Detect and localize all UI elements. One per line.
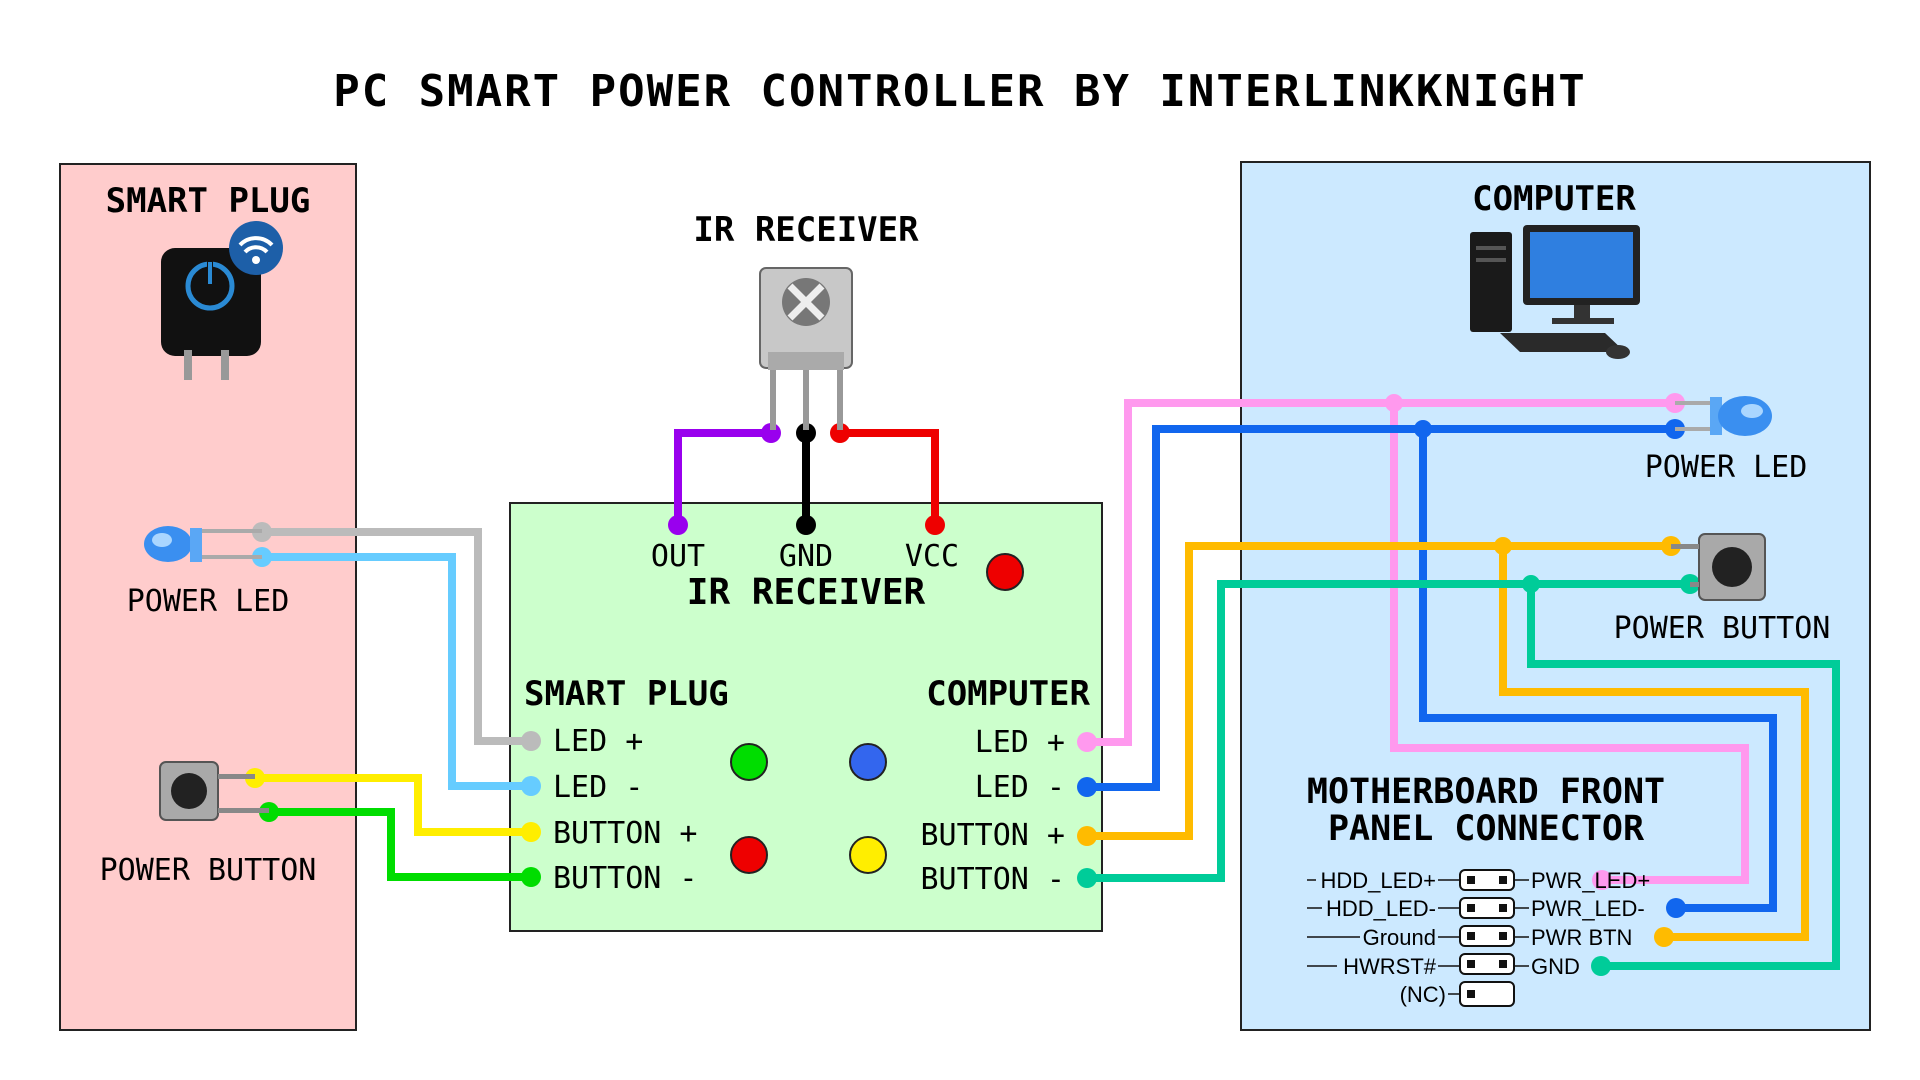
motherboard-heading-line2: PANEL CONNECTOR bbox=[1328, 809, 1645, 849]
board-left-pin-labels: LED + LED - BUTTON + BUTTON - bbox=[553, 724, 698, 896]
smart-plug-heading: SMART PLUG bbox=[106, 181, 311, 221]
header-left-pin-label: HDD_LED+ bbox=[1320, 868, 1436, 893]
smart-plug-icon bbox=[161, 221, 283, 380]
status-led-red-top bbox=[986, 553, 1024, 591]
ir-receiver-icon bbox=[759, 267, 853, 430]
dot-pink-junction bbox=[1385, 394, 1403, 412]
led-icon bbox=[144, 526, 262, 562]
header-left-pin-labels: HDD_LED+ HDD_LED- Ground HWRST# (NC) bbox=[1320, 868, 1446, 1007]
computer-power-button-label: POWER BUTTON bbox=[1614, 611, 1831, 646]
wire-led-plus-gray bbox=[262, 528, 531, 745]
board-computer-group: COMPUTER bbox=[926, 674, 1090, 714]
dot-lightblue-board bbox=[521, 776, 541, 796]
board-pin-vcc: VCC bbox=[905, 539, 959, 574]
board-pin-gnd: GND bbox=[779, 539, 833, 574]
dot-yellow-board bbox=[521, 822, 541, 842]
dot-blue-header bbox=[1666, 898, 1686, 918]
smart-plug-power-button-label: POWER BUTTON bbox=[100, 853, 317, 888]
header-right-pin-label: PWR_LED- bbox=[1531, 896, 1645, 921]
board-left-pin-label: BUTTON - bbox=[553, 861, 698, 896]
status-led-green bbox=[730, 743, 768, 781]
dot-red-board bbox=[925, 515, 945, 535]
computer-led-icon bbox=[1675, 396, 1772, 436]
board-pin-out: OUT bbox=[651, 539, 705, 574]
ir-receiver-heading: IR RECEIVER bbox=[693, 210, 919, 250]
motherboard-heading-line1: MOTHERBOARD FRONT bbox=[1307, 772, 1665, 812]
front-panel-header bbox=[1307, 869, 1529, 1007]
dot-blue-junction bbox=[1414, 420, 1432, 438]
dot-orange-header bbox=[1654, 927, 1674, 947]
dot-orange-board bbox=[1077, 826, 1097, 846]
dot-black-board bbox=[796, 515, 816, 535]
computer-push-button-icon bbox=[1671, 533, 1766, 601]
board-smart-plug-group: SMART PLUG bbox=[524, 674, 729, 714]
dot-pink-header bbox=[1592, 870, 1612, 890]
wire-button-plus-yellow bbox=[255, 774, 531, 836]
dot-teal-board bbox=[1077, 868, 1097, 888]
board-right-pin-labels: LED + LED - BUTTON + BUTTON - bbox=[921, 725, 1066, 897]
board-left-pin-label: LED + bbox=[553, 724, 643, 759]
header-left-pin-label: Ground bbox=[1363, 925, 1436, 950]
dot-green-board bbox=[521, 867, 541, 887]
computer-power-led-label: POWER LED bbox=[1645, 450, 1808, 485]
wire-button-minus-teal bbox=[1087, 580, 1840, 970]
push-button-icon bbox=[159, 761, 269, 821]
header-right-pin-label: PWR BTN bbox=[1531, 925, 1632, 950]
wire-out-purple bbox=[674, 429, 771, 525]
header-left-pin-label: HWRST# bbox=[1343, 954, 1437, 979]
dot-pink-board bbox=[1077, 732, 1097, 752]
computer-heading: COMPUTER bbox=[1472, 179, 1636, 219]
board-right-pin-label: BUTTON - bbox=[921, 862, 1066, 897]
dot-purple-board bbox=[668, 515, 688, 535]
wire-button-minus-green bbox=[269, 808, 531, 881]
header-left-pin-label: HDD_LED- bbox=[1326, 896, 1436, 921]
header-right-pin-label: PWR_LED+ bbox=[1531, 868, 1650, 893]
header-right-pin-labels: PWR_LED+ PWR_LED- PWR BTN GND bbox=[1531, 868, 1650, 979]
status-led-yellow bbox=[849, 836, 887, 874]
dot-orange-junction bbox=[1494, 537, 1512, 555]
wifi-icon bbox=[229, 221, 283, 275]
dot-teal-junction bbox=[1522, 575, 1540, 593]
dot-red bbox=[830, 423, 850, 443]
board-left-pin-label: LED - bbox=[553, 770, 643, 805]
header-left-pin-label: (NC) bbox=[1400, 982, 1446, 1007]
status-led-red bbox=[730, 836, 768, 874]
header-right-pin-label: GND bbox=[1531, 954, 1580, 979]
computer-icon bbox=[1470, 225, 1640, 359]
board-right-pin-label: LED - bbox=[975, 770, 1065, 805]
board-right-pin-label: BUTTON + bbox=[921, 818, 1066, 853]
diagram-title: PC SMART POWER CONTROLLER BY INTERLINKKN… bbox=[333, 66, 1587, 117]
dot-black bbox=[796, 423, 816, 443]
wire-button-plus-orange bbox=[1087, 542, 1809, 941]
board-left-pin-label: BUTTON + bbox=[553, 816, 698, 851]
dot-gray-board bbox=[521, 731, 541, 751]
board-right-pin-label: LED + bbox=[975, 725, 1065, 760]
status-led-blue bbox=[849, 743, 887, 781]
wire-led-minus-lightblue bbox=[262, 553, 531, 790]
dot-teal-header bbox=[1591, 956, 1611, 976]
board-heading: IR RECEIVER bbox=[687, 572, 926, 613]
wire-vcc-red bbox=[840, 429, 939, 525]
smart-plug-power-led-label: POWER LED bbox=[127, 584, 290, 619]
dot-blue-board bbox=[1077, 777, 1097, 797]
